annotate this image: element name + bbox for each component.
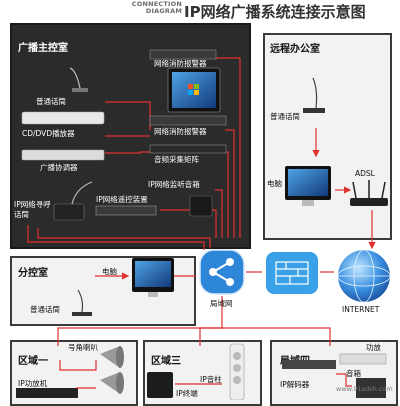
matrix-rack bbox=[149, 144, 227, 154]
ip-terminal-icon bbox=[147, 372, 173, 398]
firewall-icon bbox=[266, 252, 318, 294]
zone-links bbox=[57, 296, 331, 346]
branch-mic-icon bbox=[72, 289, 92, 316]
horn-speaker-icon-2 bbox=[100, 372, 124, 394]
label-decoder: IP解码器 bbox=[280, 380, 310, 389]
main-control-room-title: 广播主控室 bbox=[18, 43, 68, 54]
label-cd: CD/DVD播放器 bbox=[22, 129, 75, 138]
label-internet: INTERNET bbox=[342, 305, 380, 314]
alarm2-rack bbox=[149, 115, 227, 126]
cd-player-icon bbox=[21, 111, 105, 125]
label-branch-mic: 普通话筒 bbox=[30, 305, 60, 314]
label-alarm2: 网络消防报警器 bbox=[154, 127, 207, 136]
label-mic: 普通话筒 bbox=[36, 97, 66, 106]
label-monitor-speaker: IP网络监听音箱 bbox=[148, 180, 200, 189]
label-adsl: ADSL bbox=[355, 169, 375, 178]
label-tuner: 广播协调器 bbox=[40, 163, 78, 172]
tuner-icon bbox=[21, 149, 105, 161]
label-remote-pc: 电脑 bbox=[267, 179, 282, 188]
ip-column-speaker-icon bbox=[229, 343, 245, 400]
label-zone4-speaker: 音箱 bbox=[346, 369, 361, 378]
diagram-title-en: CONNECTION DIAGRAM bbox=[118, 1, 182, 15]
watermark: www.91sdsh.com bbox=[336, 385, 393, 393]
label-paging-mic: IP网络寻呼话筒 bbox=[14, 200, 51, 219]
zone1-title: 区域一 bbox=[18, 356, 48, 367]
label-ip-column: IP音柱 bbox=[200, 375, 222, 384]
zone3-title: 区域三 bbox=[151, 356, 181, 367]
main-room-links bbox=[27, 57, 241, 250]
remote-office-title: 远程办公室 bbox=[270, 44, 320, 55]
remote-paging-device bbox=[95, 205, 157, 216]
label-remote-paging: IP网络遥控装置 bbox=[96, 195, 148, 204]
link-tuner-matrix bbox=[105, 151, 150, 154]
label-zone4-amp: 功放 bbox=[366, 343, 381, 352]
label-matrix: 音频采集矩阵 bbox=[154, 155, 199, 164]
link-alarm1-down bbox=[215, 57, 241, 238]
zone4-decoder-rack bbox=[282, 360, 336, 369]
main-mic-icon bbox=[69, 67, 88, 92]
remote-mic-icon bbox=[303, 77, 325, 113]
title-en-line2: DIAGRAM bbox=[145, 7, 182, 15]
label-remote-mic: 普通话筒 bbox=[270, 112, 300, 121]
paging-mic-icon bbox=[53, 181, 93, 221]
alarm1-rack bbox=[149, 49, 217, 60]
windows-logo bbox=[188, 84, 199, 95]
branch-room-title: 分控室 bbox=[18, 268, 48, 279]
label-alarm1: 网络消防报警器 bbox=[154, 59, 207, 68]
zone4-amp-icon bbox=[339, 353, 387, 365]
monitor-speaker-icon bbox=[189, 195, 213, 217]
zone4-speaker-icon bbox=[356, 378, 386, 398]
label-ip-terminal: IP终端 bbox=[176, 389, 198, 398]
label-lan: 局域网 bbox=[210, 299, 233, 308]
diagram-title: IP网络广播系统连接示意图 bbox=[184, 3, 366, 21]
title-en-line1: CONNECTION bbox=[131, 0, 182, 8]
label-branch-pc: 电脑 bbox=[102, 267, 117, 276]
horn-speaker-icon-1 bbox=[100, 346, 124, 368]
zone1-amp-icon bbox=[16, 388, 78, 398]
label-zone1-amp: IP功放机 bbox=[18, 379, 48, 388]
label-horn: 号角喇叭 bbox=[68, 343, 98, 352]
link-mic-alarm bbox=[105, 101, 151, 130]
router-icon bbox=[350, 180, 388, 206]
lan-hub bbox=[199, 249, 245, 295]
